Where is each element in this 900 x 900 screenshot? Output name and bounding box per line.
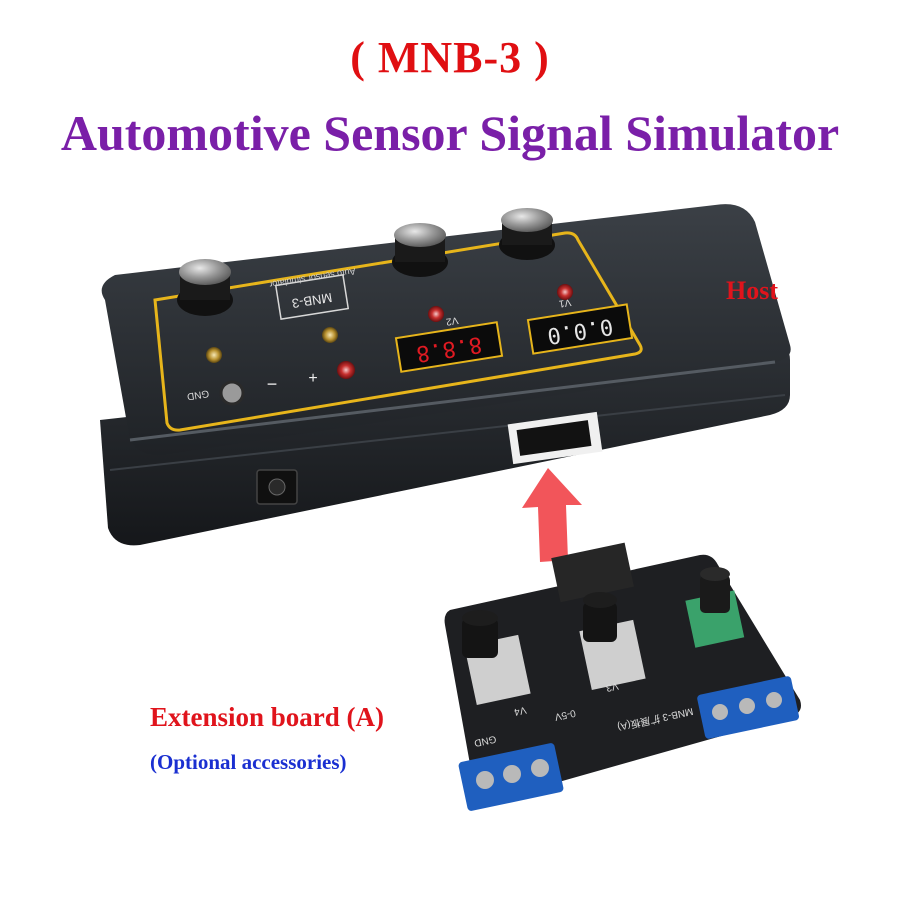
plus-label: + (308, 370, 317, 387)
knob-right[interactable] (499, 208, 555, 260)
dc-power-port (256, 469, 298, 505)
jack-gold-1[interactable] (206, 347, 222, 363)
host-device: MNB-3 Auto sensor simulator 8.8.8 V2 0.0… (100, 204, 791, 546)
panel-model-text: MNB-3 (291, 290, 333, 311)
terminal-block-right (697, 676, 799, 739)
board-pot-1[interactable] (462, 610, 531, 705)
host-label: Host (726, 276, 778, 305)
board-pot-3[interactable] (685, 567, 745, 648)
board-v4-text: V4 (513, 704, 528, 717)
jack-red-plus[interactable] (337, 361, 355, 379)
board-range-text: 0-5V (553, 707, 576, 722)
terminal-block-left (458, 743, 564, 811)
display-v2: 8.8.8 V2 (394, 314, 504, 373)
jack-red-3[interactable] (557, 284, 573, 300)
display-v2-label: V2 (445, 314, 459, 327)
board-gnd-text: GND (473, 733, 497, 748)
model-title: ( MNB-3 ) (350, 33, 550, 82)
board-pot-2[interactable] (579, 592, 646, 690)
board-v3-text: V3 (605, 680, 620, 693)
knob-left[interactable] (177, 259, 233, 316)
arrow-up (522, 468, 582, 562)
display-v1: 0.0.0 V1 (526, 296, 634, 355)
jack-gnd[interactable] (219, 380, 245, 406)
panel-border (153, 231, 643, 432)
jack-gold-2[interactable] (322, 327, 338, 343)
jack-red-2[interactable] (428, 306, 444, 322)
optional-accessories-label: (Optional accessories) (150, 750, 347, 774)
extension-board: MNB-3 扩展板(A) V3 V4 0-5V GND (444, 542, 801, 811)
minus-label: − (267, 374, 278, 394)
extension-board-label: Extension board (A) (150, 702, 385, 732)
knob-middle[interactable] (392, 223, 448, 277)
gnd-label: GND (186, 387, 210, 401)
display-v1-label: V1 (558, 296, 572, 309)
front-header-connector (507, 411, 603, 465)
product-title: Automotive Sensor Signal Simulator (60, 105, 840, 161)
